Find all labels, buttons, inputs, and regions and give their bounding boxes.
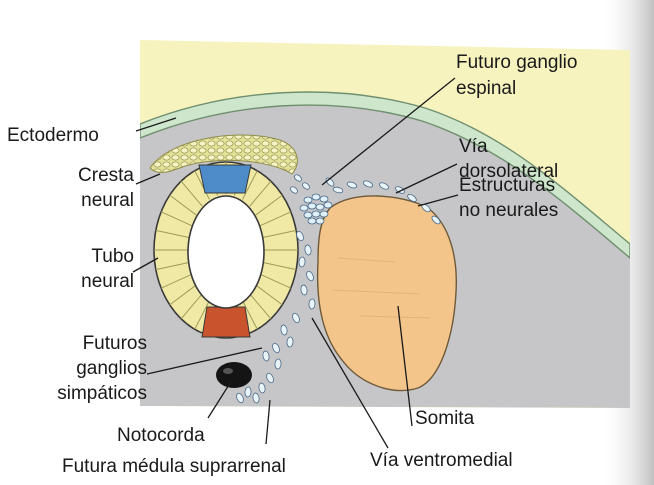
notochord — [216, 362, 252, 388]
label-estructuras-1: Estructuras — [459, 175, 555, 196]
label-tubo-neural-2: neural — [81, 271, 134, 292]
label-via-dorsolateral-1: Vía — [459, 136, 488, 157]
label-tubo-neural-1: Tubo — [91, 246, 134, 267]
label-ectodermo: Ectodermo — [7, 125, 99, 146]
neural-tube — [154, 162, 298, 338]
label-futuros-ganglios-2: ganglios — [76, 358, 147, 379]
label-via-ventromedial: Vía ventromedial — [370, 450, 513, 471]
notochord-highlight — [223, 368, 233, 374]
label-notocorda: Notocorda — [117, 425, 205, 446]
crest-cell — [304, 197, 312, 203]
label-futuro-ganglio-1: Futuro ganglio — [456, 52, 577, 73]
crest-cell — [308, 203, 316, 209]
crest-cell — [275, 359, 282, 369]
crest-cell — [312, 211, 320, 217]
label-futuros-ganglios-3: simpáticos — [57, 383, 147, 404]
label-somita: Somita — [415, 408, 475, 429]
crest-cell — [245, 387, 252, 397]
crest-cell — [324, 202, 332, 208]
label-futuros-ganglios-1: Futuros — [83, 333, 147, 354]
crest-cell — [320, 211, 328, 217]
crest-cell — [304, 212, 312, 218]
floor-plate — [202, 307, 250, 337]
crest-cell — [287, 337, 294, 347]
label-cresta-neural-1: Cresta — [78, 165, 134, 186]
crest-cell — [316, 218, 324, 224]
label-estructuras-2: no neurales — [459, 200, 558, 221]
crest-cell — [316, 204, 324, 210]
label-futuro-ganglio-2: espinal — [456, 78, 516, 99]
crest-cell — [299, 257, 306, 267]
label-cresta-neural-2: neural — [81, 190, 134, 211]
crest-cell — [308, 218, 316, 224]
neural-canal — [188, 196, 264, 308]
crest-cell — [300, 205, 308, 211]
label-futura-medula: Futura médula suprarrenal — [62, 456, 286, 477]
roof-plate — [199, 165, 251, 193]
crest-cell — [320, 196, 328, 202]
crest-cell — [309, 299, 316, 309]
crest-cell — [312, 194, 320, 200]
